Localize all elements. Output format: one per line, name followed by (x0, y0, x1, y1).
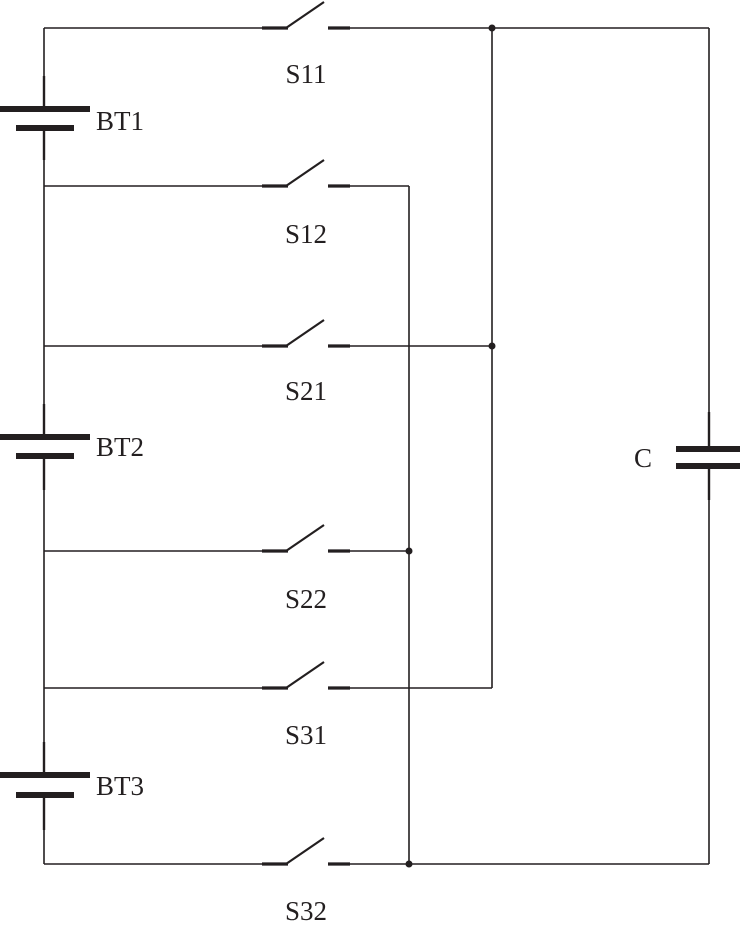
switch-s11: S11 (262, 1, 350, 89)
capacitor-label: C (634, 443, 652, 473)
switch-s21: S21 (262, 319, 350, 406)
junction-dot (405, 547, 413, 555)
switch-s32: S32 (262, 837, 350, 926)
junction-dots (405, 24, 496, 868)
battery-bt3: BT3 (0, 742, 144, 830)
switch-label-s12: S12 (285, 219, 327, 249)
battery-bt1: BT1 (0, 76, 144, 160)
switch-label-s11: S11 (285, 59, 326, 89)
switch-label-s31: S31 (285, 720, 327, 750)
battery-bt2: BT2 (0, 404, 144, 490)
junction-dot (488, 24, 496, 32)
switch-label-s32: S32 (285, 896, 327, 926)
battery-label-bt3: BT3 (96, 771, 144, 801)
switch-s22: S22 (262, 524, 350, 614)
switch-right-wires (350, 27, 709, 865)
switch-s31: S31 (262, 661, 350, 750)
switch-label-s22: S22 (285, 584, 327, 614)
switch-s12: S12 (262, 159, 350, 249)
battery-label-bt2: BT2 (96, 432, 144, 462)
junction-dot (488, 342, 496, 350)
junction-dot (405, 860, 413, 868)
switch-label-s21: S21 (285, 376, 327, 406)
battery-label-bt1: BT1 (96, 106, 144, 136)
switch-left-wires (44, 27, 262, 865)
capacitor-c: C (634, 412, 740, 500)
